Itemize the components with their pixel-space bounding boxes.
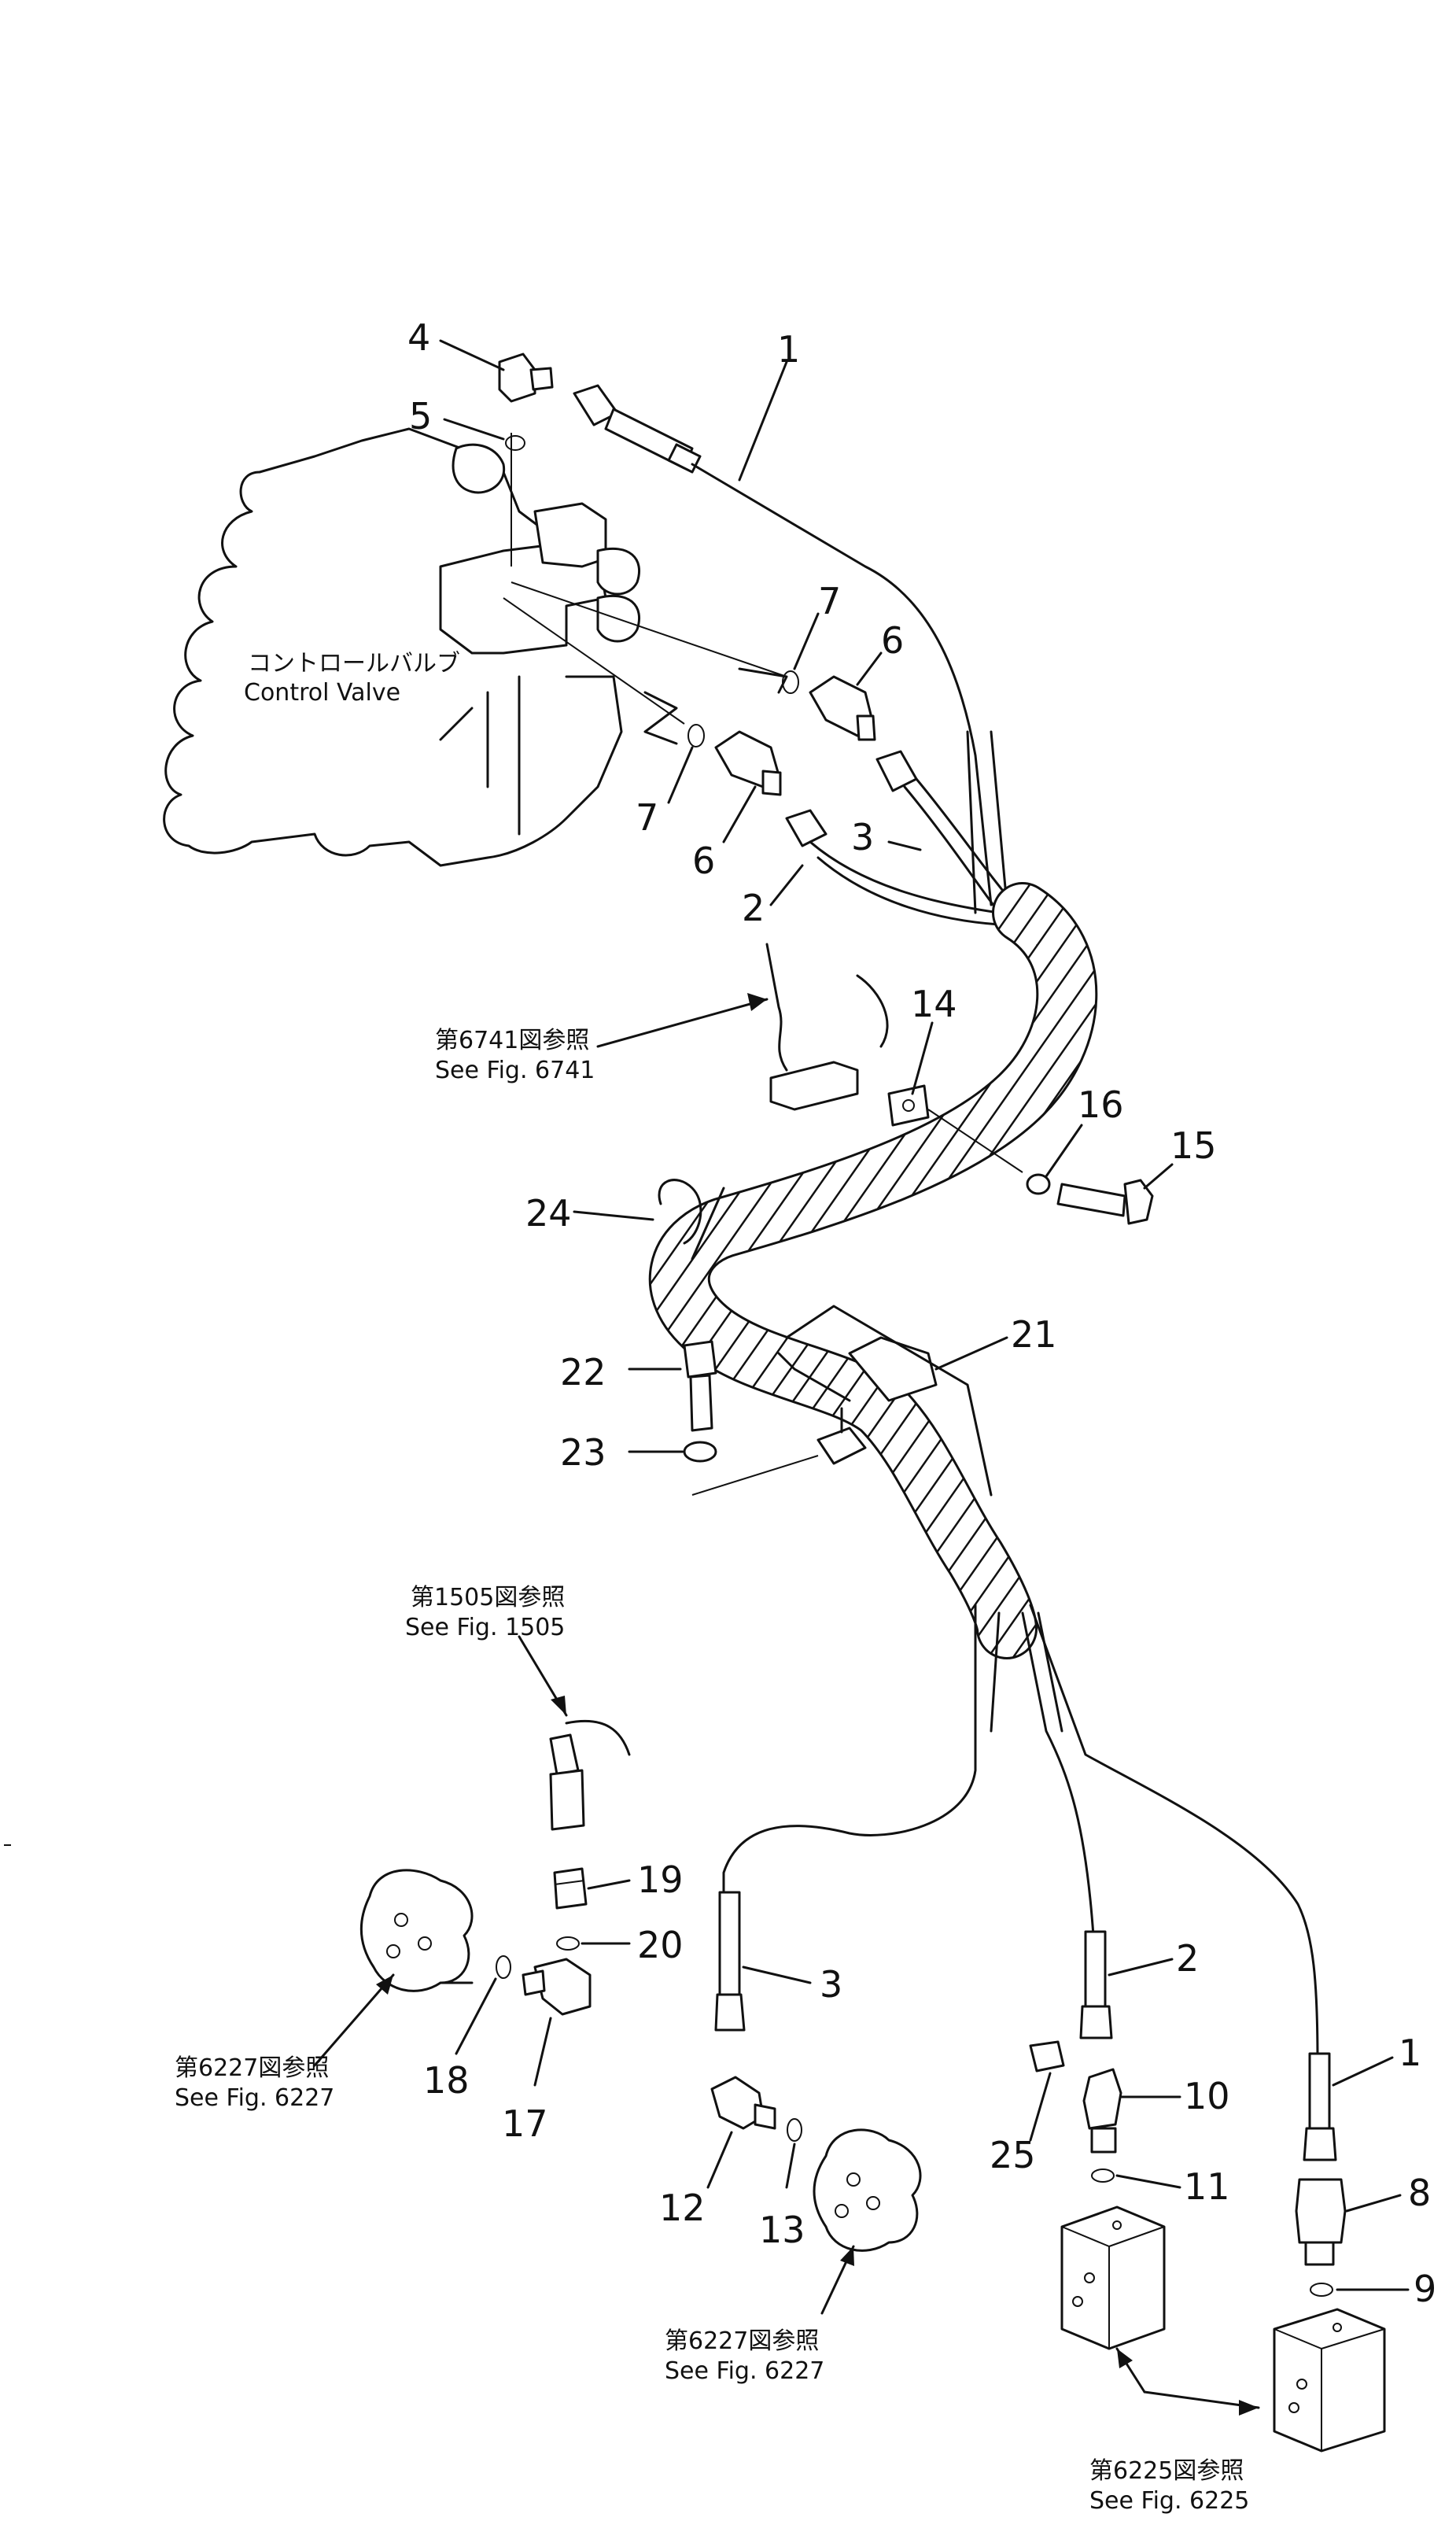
callout-22: 22 <box>560 1351 606 1393</box>
elbow-fitting-12 <box>710 2076 776 2130</box>
o-ring-18 <box>496 1955 511 1979</box>
o-ring-13 <box>787 2118 802 2142</box>
washer-23 <box>683 1441 717 1463</box>
callout-1-top: 1 <box>777 328 800 371</box>
clamp-21 <box>777 1305 993 1497</box>
sensor-fig-1505 <box>549 1719 631 1831</box>
callout-19: 19 <box>637 1858 684 1901</box>
ref-6227-left-jp: 第6227図参照 <box>175 2054 329 2082</box>
bracket-lower <box>691 1407 867 1496</box>
callout-3-lower: 3 <box>820 1963 842 2006</box>
hose-1-lower <box>1029 1604 1319 2063</box>
callout-2-upper: 2 <box>742 887 765 929</box>
bracket-fig-6741 <box>765 943 889 1111</box>
callout-14: 14 <box>911 983 957 1025</box>
ref-1505-jp: 第1505図参照 <box>411 1584 565 1611</box>
elbow-fitting-6-lower <box>714 730 782 796</box>
callout-15: 15 <box>1170 1124 1217 1167</box>
ref-6741-en: See Fig. 6741 <box>435 1057 595 1084</box>
control-valve-label-en: Control Valve <box>244 679 400 707</box>
callout-21: 21 <box>1011 1313 1057 1356</box>
ref-6227-lower-jp: 第6227図参照 <box>665 2327 819 2355</box>
callout-3-upper: 3 <box>851 816 874 858</box>
ref-6227-lower-en: See Fig. 6227 <box>665 2357 824 2385</box>
ref-6227-left-en: See Fig. 6227 <box>175 2084 334 2112</box>
valve-fig-6227-left <box>359 1869 474 1992</box>
hose-end-1-lower <box>1303 2052 1337 2161</box>
elbow-fitting-4 <box>498 352 554 403</box>
callout-4: 4 <box>407 316 430 359</box>
hose-3-lower <box>722 1604 1001 1992</box>
callout-20: 20 <box>637 1924 684 1966</box>
callout-11: 11 <box>1184 2165 1230 2208</box>
callout-25: 25 <box>990 2134 1036 2176</box>
elbow-fitting-6-upper <box>809 675 876 741</box>
hose-end-3-lower <box>714 1891 746 2032</box>
ref-6741-jp: 第6741図参照 <box>435 1027 589 1054</box>
ref-6225-en: See Fig. 6225 <box>1089 2487 1249 2515</box>
o-ring-7-lower <box>687 724 705 747</box>
callout-6-lower: 6 <box>692 840 715 882</box>
block-fig-6225-left <box>1060 2205 1166 2350</box>
elbow-fitting-17 <box>522 1958 592 2016</box>
washer-16 <box>1026 1173 1051 1195</box>
ref-6225-jp: 第6225図参照 <box>1089 2457 1244 2485</box>
callout-7-upper: 7 <box>818 580 841 622</box>
adapter-19 <box>553 1867 588 1910</box>
callout-1-lower: 1 <box>1399 2032 1421 2074</box>
o-ring-20 <box>556 1936 580 1951</box>
hose-2-upper <box>785 809 1001 926</box>
plug-25 <box>1029 2040 1065 2073</box>
callout-8: 8 <box>1408 2172 1431 2214</box>
leader-lines <box>439 339 1410 2291</box>
callout-16: 16 <box>1078 1083 1124 1126</box>
connector-8 <box>1295 2178 1347 2266</box>
ref-1505-en: See Fig. 1505 <box>405 1614 565 1641</box>
callout-18: 18 <box>423 2059 470 2102</box>
o-ring-11 <box>1091 2169 1115 2183</box>
control-valve-label-jp: コントロールバルブ <box>248 650 460 677</box>
block-fig-6225-right <box>1273 2308 1386 2453</box>
o-ring-9 <box>1310 2283 1333 2297</box>
bracket-14 <box>887 1084 1023 1173</box>
callout-17: 17 <box>502 2102 548 2145</box>
bolt-15 <box>1056 1179 1154 1225</box>
protector-sleeve <box>648 882 1098 1659</box>
o-ring-7-upper <box>782 670 799 694</box>
callout-2-lower: 2 <box>1176 1937 1199 1980</box>
hose-1-upper <box>691 463 993 906</box>
connector-10 <box>1082 2068 1122 2154</box>
hose-end-2-lower <box>1079 1930 1113 2039</box>
callout-7-lower: 7 <box>636 796 658 839</box>
hose-2-lower <box>1021 1611 1095 1937</box>
control-valve <box>163 427 788 867</box>
callout-12: 12 <box>659 2187 706 2229</box>
clamp-24 <box>658 1179 725 1260</box>
callout-10: 10 <box>1184 2075 1230 2117</box>
callout-5: 5 <box>409 395 432 437</box>
callout-23: 23 <box>560 1431 606 1474</box>
callout-9: 9 <box>1414 2268 1436 2310</box>
hose-end-1-top <box>573 384 702 474</box>
bolt-22 <box>683 1340 717 1432</box>
callout-6-upper: 6 <box>881 619 904 662</box>
callout-24: 24 <box>525 1192 572 1235</box>
o-ring-5 <box>505 435 525 451</box>
valve-fig-6227-lower <box>813 2128 922 2252</box>
callout-13: 13 <box>759 2209 805 2251</box>
reference-arrows <box>313 993 1260 2416</box>
